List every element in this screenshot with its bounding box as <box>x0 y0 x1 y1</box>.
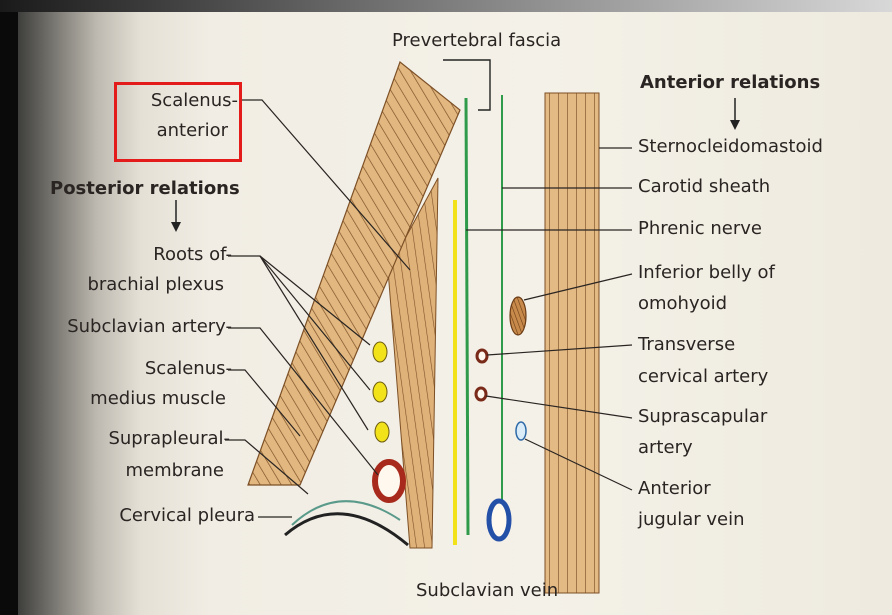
anterior-jugular-label-1: Anterior <box>638 478 711 500</box>
brachial-plexus-root-2 <box>373 382 387 402</box>
brachial-plexus-root-3 <box>375 422 389 442</box>
suprascapular-label-2: artery <box>638 437 693 459</box>
roots-label-2: brachial plexus <box>40 274 224 296</box>
inferior-belly-label-1: Inferior belly of <box>638 262 775 284</box>
transverse-cervical-artery <box>477 350 487 362</box>
suprascapular-artery <box>476 388 486 400</box>
subclavian-vein-label: Subclavian vein <box>416 580 558 602</box>
posterior-arrow-icon <box>171 200 181 232</box>
sternocleidomastoid-label: Sternocleidomastoid <box>638 136 823 158</box>
suprapleural-label-2: membrane <box>40 460 224 482</box>
posterior-relations-heading: Posterior relations <box>50 178 240 200</box>
title-prevertebral-fascia: Prevertebral fascia <box>392 30 561 52</box>
transverse-label-2: cervical artery <box>638 366 768 388</box>
subclavian-artery-ring <box>375 462 403 500</box>
inferior-belly-label-2: omohyoid <box>638 293 727 315</box>
cervical-pleura-arc <box>285 514 408 545</box>
transverse-label-1: Transverse <box>638 334 735 356</box>
roots-label-1: Roots of- <box>40 244 232 266</box>
anterior-jugular-vein <box>516 422 526 440</box>
scalenus-medius-label-1: Scalenus- <box>40 358 232 380</box>
omohyoid-belly <box>510 297 526 335</box>
brachial-plexus-root-1 <box>373 342 387 362</box>
carotid-sheath-label: Carotid sheath <box>638 176 770 198</box>
anterior-relations-heading: Anterior relations <box>640 72 820 94</box>
suprascapular-label-1: Suprascapular <box>638 406 767 428</box>
scalenus-anterior-label-1: Scalenus- <box>118 90 238 112</box>
prevertebral-fascia-line <box>466 98 468 535</box>
anterior-jugular-label-2: jugular vein <box>638 509 745 531</box>
suprapleural-label-1: Suprapleural- <box>40 428 230 450</box>
scalenus-medius-label-2: medius muscle <box>40 388 226 410</box>
scalenus-anterior-label-2: anterior <box>118 120 228 142</box>
cervical-pleura-label: Cervical pleura <box>40 505 255 527</box>
sternocleidomastoid-muscle <box>545 93 599 593</box>
subclavian-artery-label: Subclavian artery- <box>20 316 232 338</box>
subclavian-vein <box>489 501 509 539</box>
anterior-arrow-icon <box>730 98 740 130</box>
phrenic-nerve-label: Phrenic nerve <box>638 218 762 240</box>
